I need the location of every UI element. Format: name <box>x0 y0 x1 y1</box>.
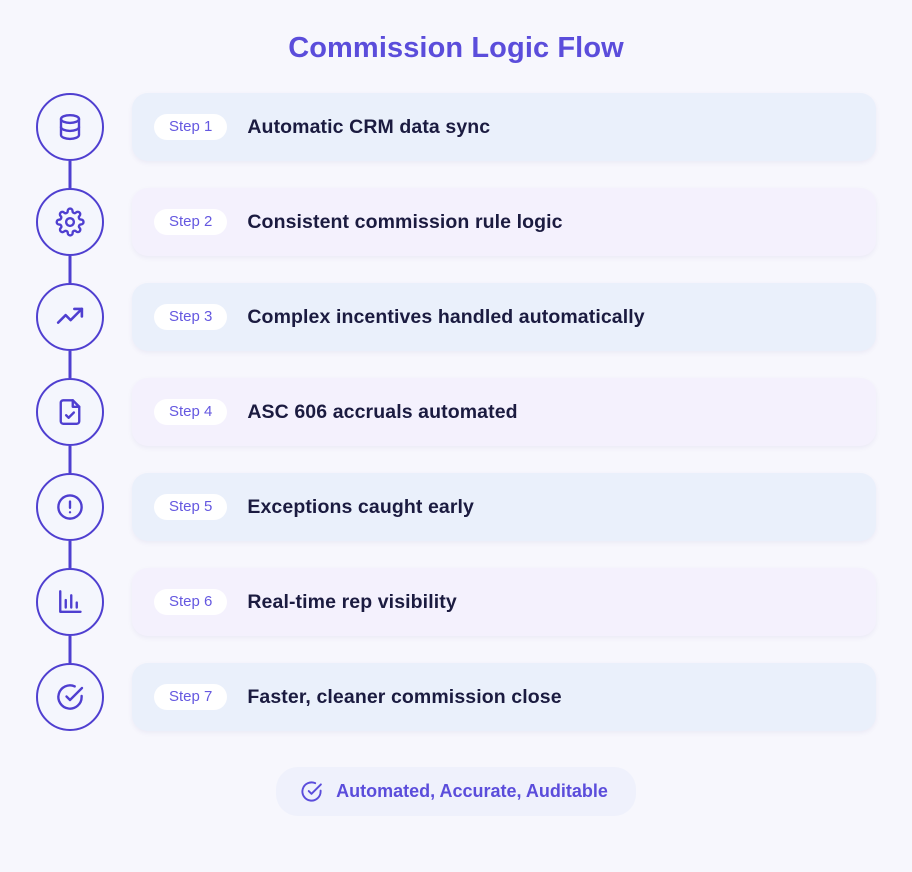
step-number-badge: Step 5 <box>154 494 228 520</box>
flow-connector-line <box>68 161 72 188</box>
gear-icon <box>55 207 85 237</box>
flow-step-rail <box>36 378 104 473</box>
flow-step-rail <box>36 473 104 568</box>
flow-connector-line <box>68 446 72 473</box>
flow-step-row: Step 4 ASC 606 accruals automated <box>36 378 876 473</box>
flow-step-rail <box>36 663 104 731</box>
check-circle-icon <box>55 682 85 712</box>
flow-step-card[interactable]: Step 4 ASC 606 accruals automated <box>132 378 876 446</box>
bar-chart-icon <box>55 587 85 617</box>
database-icon <box>55 112 85 142</box>
flow-step-row: Step 6 Real-time rep visibility <box>36 568 876 663</box>
step-number-badge: Step 1 <box>154 114 228 140</box>
flow-step-label: Real-time rep visibility <box>247 590 457 613</box>
flow-step-label: Faster, cleaner commission close <box>247 685 562 708</box>
summary-badge: Automated, Accurate, Auditable <box>276 767 636 816</box>
flow-step-label: Complex incentives handled automatically <box>247 305 645 328</box>
flow-step-row: Step 2 Consistent commission rule logic <box>36 188 876 283</box>
flow-connector-line <box>68 636 72 663</box>
flow-step-icon-bubble <box>36 283 104 351</box>
flow-connector-line <box>68 351 72 378</box>
flow-step-label: Automatic CRM data sync <box>247 115 491 138</box>
flow-step-rail <box>36 188 104 283</box>
flow-step-row: Step 3 Complex incentives handled automat… <box>36 283 876 378</box>
summary-badge-label: Automated, Accurate, Auditable <box>336 781 608 801</box>
flow-connector-line <box>68 541 72 568</box>
flow-step-card[interactable]: Step 5 Exceptions caught early <box>132 473 876 541</box>
step-number-badge: Step 7 <box>154 684 228 710</box>
flow-step-label: Consistent commission rule logic <box>247 210 563 233</box>
flow-step-rail <box>36 283 104 378</box>
flow-step-icon-bubble <box>36 188 104 256</box>
flow-step-card[interactable]: Step 7 Faster, cleaner commission close <box>132 663 876 731</box>
step-number-badge: Step 4 <box>154 399 228 425</box>
flow-step-row: Step 7 Faster, cleaner commission close <box>36 663 876 731</box>
step-number-badge: Step 3 <box>154 304 228 330</box>
flow-step-card[interactable]: Step 1 Automatic CRM data sync <box>132 93 876 161</box>
flow-step-row: Step 1 Automatic CRM data sync <box>36 93 876 188</box>
flow-step-rail <box>36 93 104 188</box>
flow-step-card[interactable]: Step 6 Real-time rep visibility <box>132 568 876 636</box>
check-circle-icon <box>300 780 323 803</box>
flow-step-label: ASC 606 accruals automated <box>247 400 518 423</box>
flow-step-icon-bubble <box>36 473 104 541</box>
flow-step-rail <box>36 568 104 663</box>
flow-step-icon-bubble <box>36 568 104 636</box>
flow-step-row: Step 5 Exceptions caught early <box>36 473 876 568</box>
flow-step-card[interactable]: Step 3 Complex incentives handled automat… <box>132 283 876 351</box>
flow-step-icon-bubble <box>36 93 104 161</box>
trending-up-icon <box>55 302 85 332</box>
step-number-badge: Step 6 <box>154 589 228 615</box>
flow-step-icon-bubble <box>36 378 104 446</box>
flow-step-label: Exceptions caught early <box>247 495 475 518</box>
flow-step-card[interactable]: Step 2 Consistent commission rule logic <box>132 188 876 256</box>
step-number-badge: Step 2 <box>154 209 228 235</box>
flow-step-icon-bubble <box>36 663 104 731</box>
alert-circle-icon <box>55 492 85 522</box>
page-title: Commission Logic Flow <box>288 32 624 64</box>
document-check-icon <box>55 397 85 427</box>
flow-connector-line <box>68 256 72 283</box>
footer: Automated, Accurate, Auditable <box>0 767 912 816</box>
